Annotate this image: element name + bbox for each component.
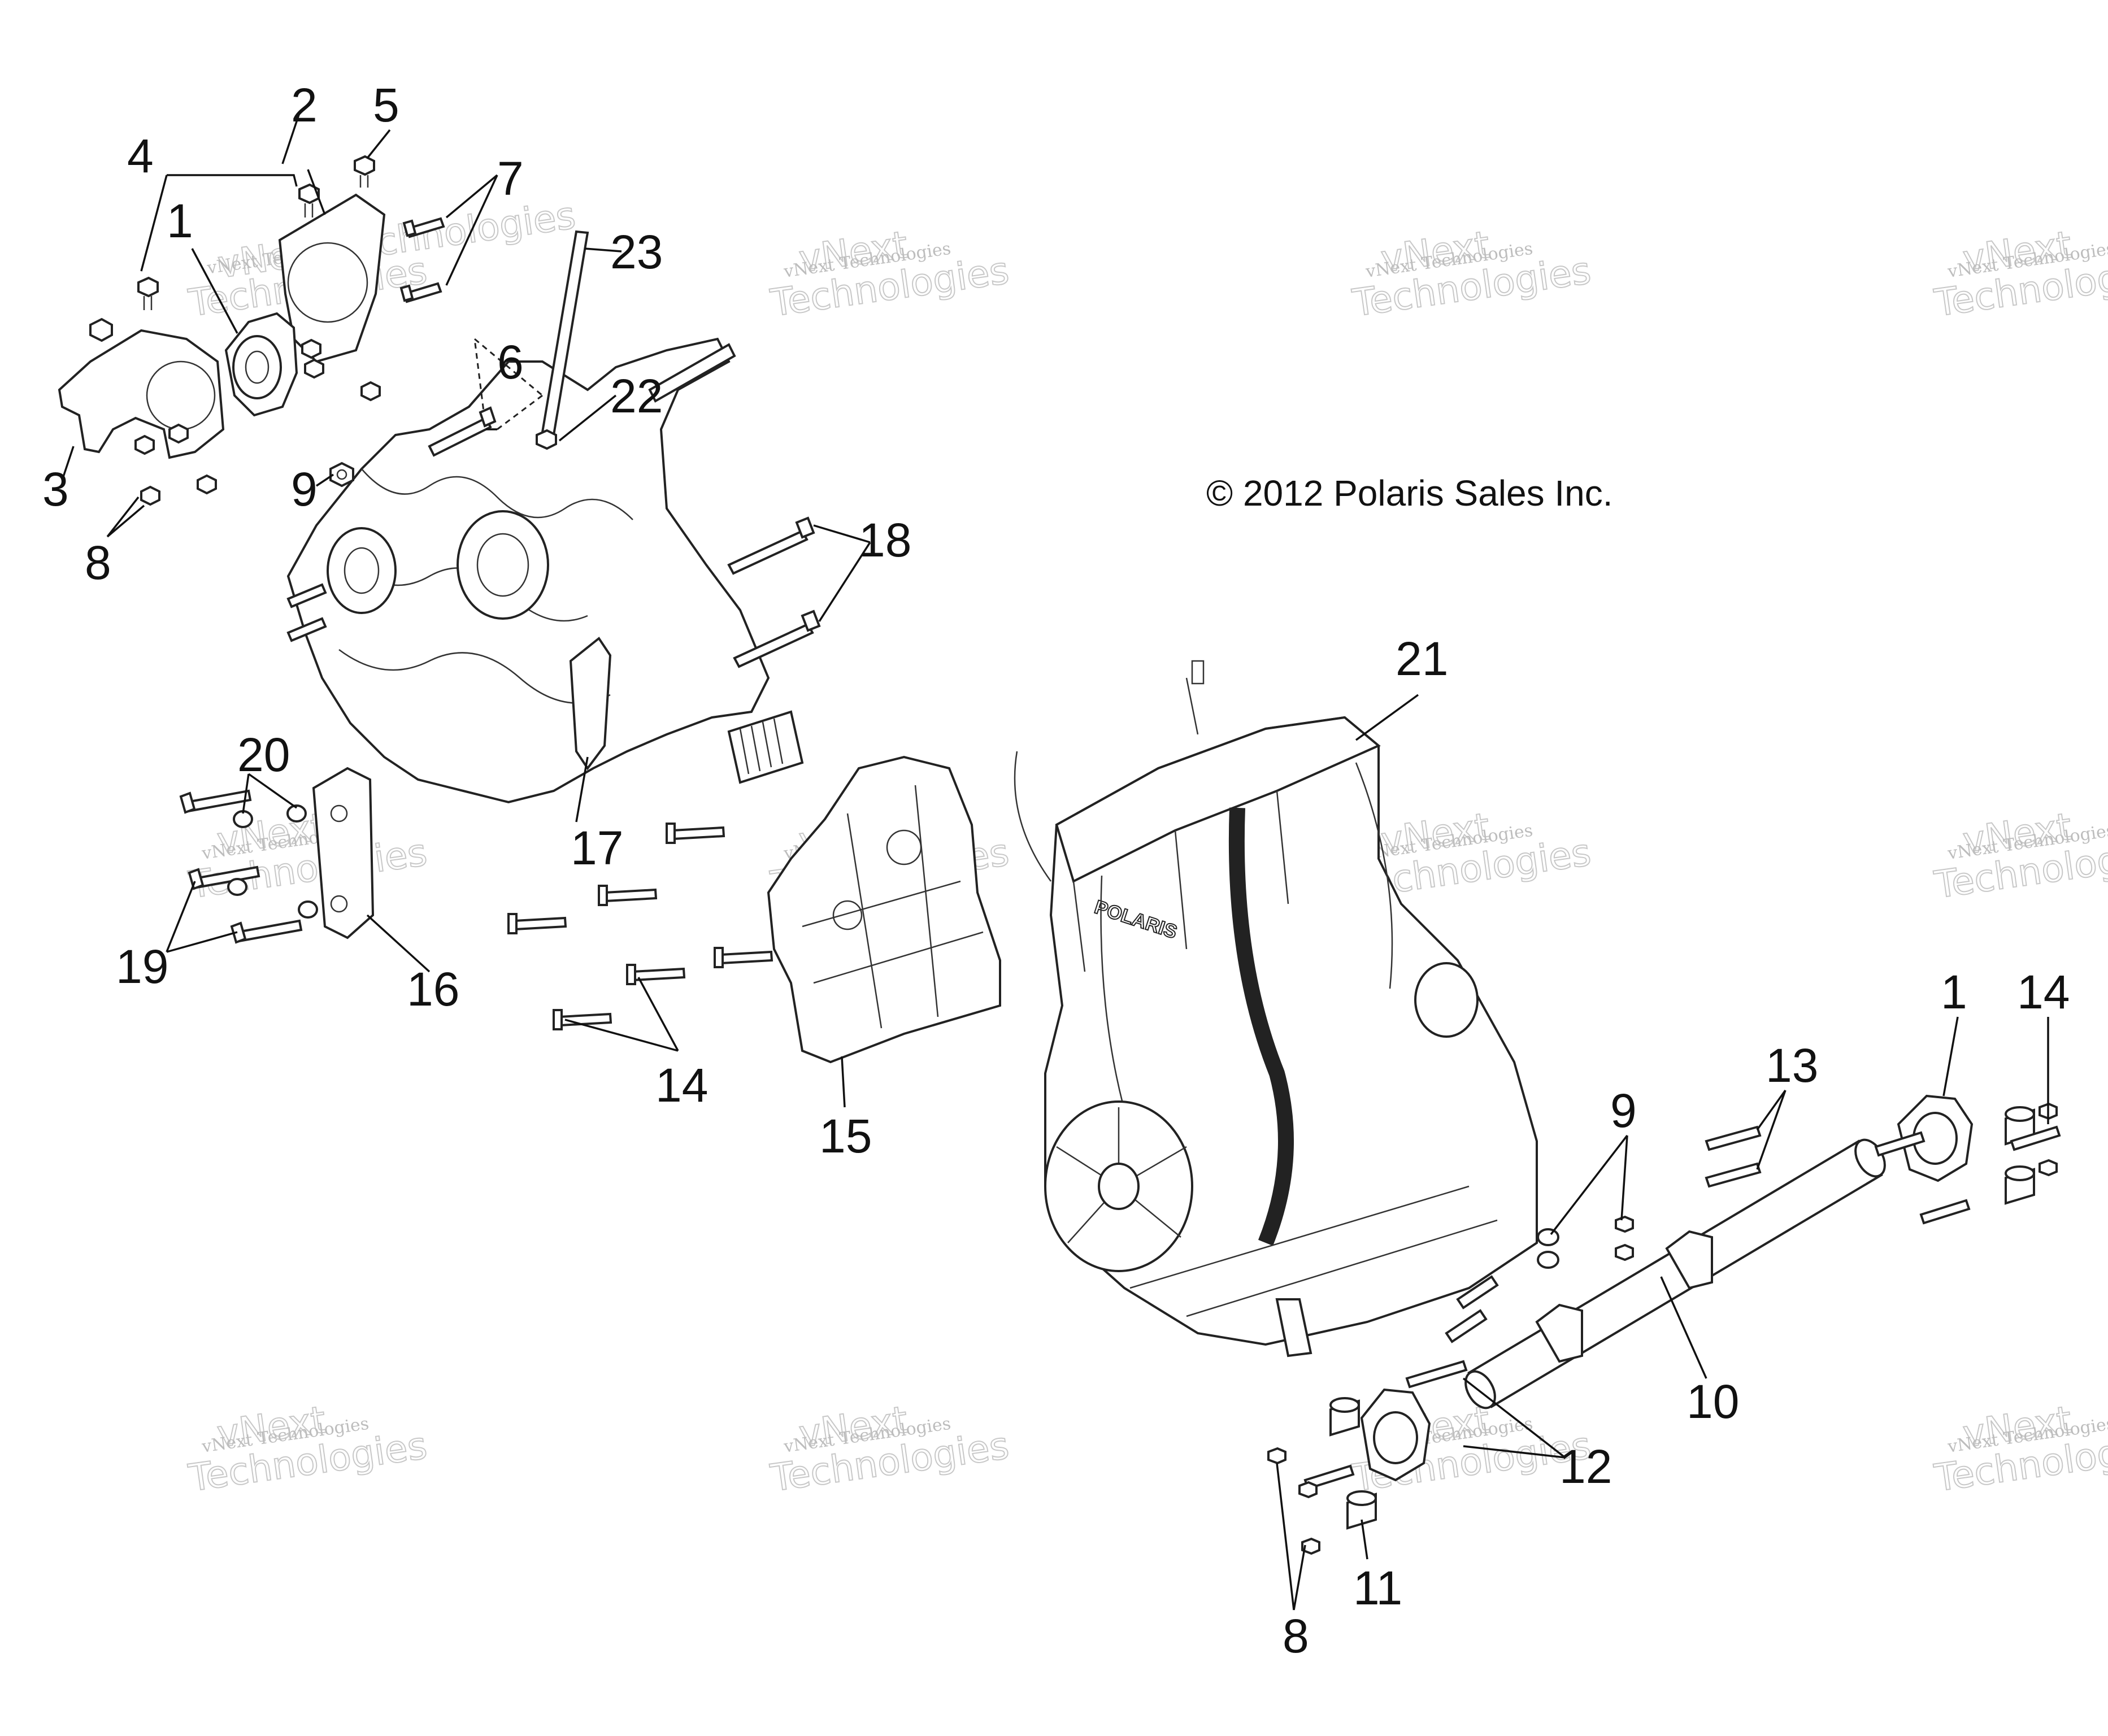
- watermark: vNext vNext Technologies Technologies: [1349, 223, 1594, 326]
- callout-5: 5: [373, 79, 399, 132]
- bracket-2-hole: [287, 242, 368, 323]
- fasteners-upper-left: [89, 155, 445, 506]
- engine-21: POLARIS: [1014, 660, 1538, 1358]
- transmission-hub: [457, 510, 549, 620]
- bracket-17: [569, 637, 612, 771]
- callout-8-bottom: 8: [1283, 1609, 1309, 1663]
- callout-10: 10: [1687, 1375, 1739, 1428]
- callout-6: 6: [497, 336, 524, 389]
- watermark: vNext vNext Technologies Technologies: [767, 223, 1012, 326]
- watermark: vNext vNext Technologies Technologies: [767, 1398, 1012, 1501]
- front-mount-bracket-assembly: [58, 155, 445, 506]
- callout-4: 4: [127, 129, 154, 182]
- callout-20: 20: [237, 728, 290, 781]
- transmission: [286, 337, 804, 804]
- watermark: vNext vNext Technologies Technologies: [1931, 1398, 2108, 1501]
- callout-2: 2: [291, 79, 318, 132]
- crossmember-assembly: [1267, 1094, 2061, 1555]
- copyright-notice: © 2012 Polaris Sales Inc.: [1206, 473, 1613, 514]
- callout-16: 16: [407, 963, 459, 1016]
- nut-22: [536, 429, 557, 450]
- callout-8: 8: [85, 536, 111, 589]
- engine-bracket-15: [767, 755, 1001, 1064]
- callout-15: 15: [819, 1110, 872, 1163]
- callout-17: 17: [571, 821, 623, 874]
- isolator-mount-1-core: [232, 335, 282, 399]
- watermark: vNext vNext Technologies Technologies: [1931, 804, 2108, 908]
- oil-filter: [1414, 962, 1479, 1038]
- callout-23: 23: [610, 225, 663, 279]
- callout-11: 11: [1353, 1561, 1402, 1615]
- callout-13: 13: [1766, 1039, 1818, 1092]
- callout-3: 3: [42, 463, 69, 516]
- callout-21: 21: [1396, 632, 1448, 685]
- callout-14-right: 14: [2017, 965, 2070, 1019]
- callout-1-right: 1: [1941, 965, 1967, 1019]
- callout-12: 12: [1559, 1440, 1612, 1493]
- watermarks: vNext Technologies vNext Technologies Te…: [185, 193, 2108, 1501]
- splined-output-shaft: [727, 710, 804, 784]
- watermark: vNext vNext Technologies Technologies: [1931, 223, 2108, 326]
- callout-22: 22: [610, 369, 663, 423]
- callout-7: 7: [497, 152, 524, 205]
- mount-block-16: [312, 767, 375, 939]
- bracket-2: [278, 193, 386, 363]
- callout-14: 14: [655, 1059, 708, 1112]
- callout-9-right: 9: [1610, 1084, 1637, 1137]
- bolt-6: [428, 416, 492, 457]
- callout-labels: 1 2 3 4 5 7 8 9 23 6 22 18 17 20 19 16 1…: [42, 79, 2070, 1663]
- callout-9: 9: [291, 463, 318, 516]
- callout-18: 18: [859, 514, 911, 567]
- watermark: vNext vNext Technologies Technologies: [185, 1398, 431, 1501]
- valve-cover: [1055, 716, 1381, 883]
- transmission-gear-housing: [327, 527, 397, 614]
- bolts-18: [727, 516, 821, 668]
- nut-9: [329, 462, 354, 488]
- leader-lines: [61, 112, 2049, 1611]
- callout-19: 19: [116, 940, 168, 993]
- bolts-14-left: [507, 823, 773, 1030]
- callout-1: 1: [167, 194, 193, 247]
- mount-assembly-16: [179, 767, 375, 944]
